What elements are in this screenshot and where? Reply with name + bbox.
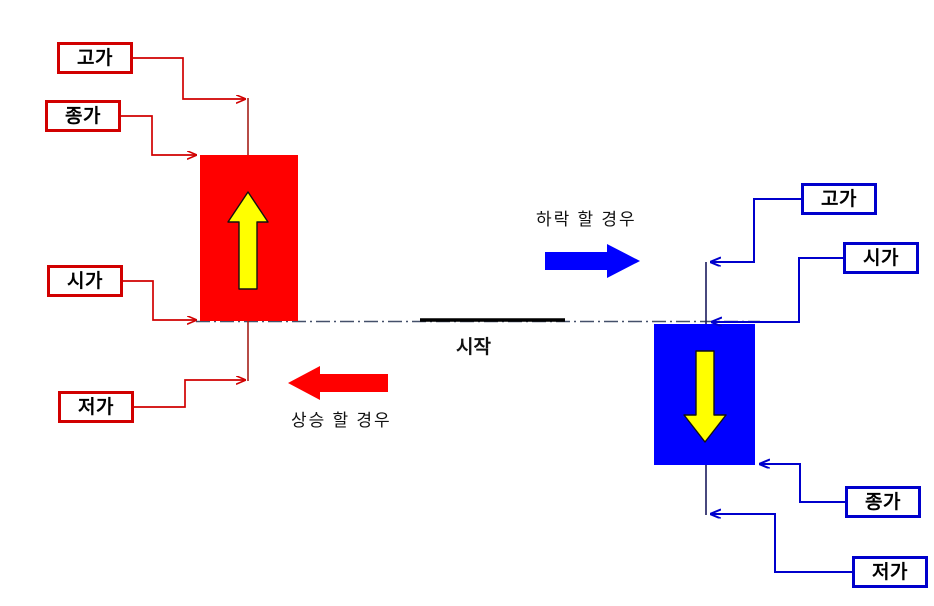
label-text: 종가: [865, 491, 901, 513]
connector-bullish-high: [133, 57, 245, 99]
label-text: 저가: [872, 561, 908, 583]
connector-bullish-close: [120, 115, 196, 155]
label-box-bullish-open[interactable]: 시가: [47, 265, 123, 297]
label-box-bullish-low[interactable]: 저가: [58, 391, 134, 423]
connector-bullish-open: [122, 280, 196, 320]
baseline-group: [196, 318, 760, 323]
label-box-bearish-close[interactable]: 종가: [845, 486, 921, 518]
label-box-bearish-low[interactable]: 저가: [852, 556, 928, 588]
label-box-bullish-close[interactable]: 종가: [45, 100, 121, 132]
connector-bullish-low: [134, 380, 245, 408]
label-box-bearish-open[interactable]: 시가: [843, 242, 919, 274]
caption-bullish-direction: 상승 할 경우: [291, 411, 392, 430]
connector-bearish-close: [760, 464, 845, 503]
label-box-bearish-high[interactable]: 고가: [801, 183, 877, 215]
baseline-start-label: 시작: [456, 337, 491, 358]
connector-bearish-open: [712, 257, 843, 322]
caption-bearish-direction: 하락 할 경우: [536, 210, 637, 229]
label-text: 시가: [863, 247, 899, 269]
label-box-bullish-high[interactable]: 고가: [57, 42, 133, 74]
bearish-candle-group: [654, 262, 755, 515]
label-text: 고가: [77, 47, 113, 69]
label-text: 시가: [67, 270, 103, 292]
bullish-candle-group: [200, 98, 298, 381]
label-text: 고가: [821, 188, 857, 210]
connector-bearish-high: [711, 198, 801, 262]
connector-bearish-low: [711, 514, 852, 573]
bearish-body-down-arrow: [683, 350, 727, 443]
bullish-body-up-arrow: [227, 191, 269, 290]
label-text: 종가: [65, 105, 101, 127]
bearish-connectors: [711, 198, 852, 573]
label-text: 저가: [78, 396, 114, 418]
bullish-direction-arrow: [288, 366, 388, 400]
bearish-direction-arrow: [545, 244, 640, 278]
bullish-connectors: [120, 57, 245, 408]
